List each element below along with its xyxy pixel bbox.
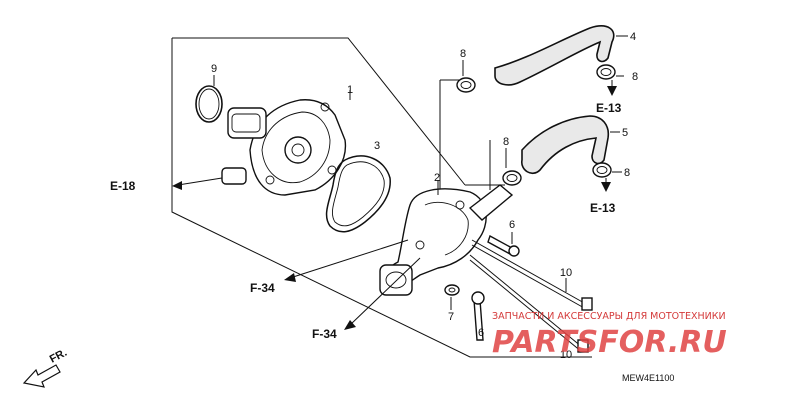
part-number-labels: 1 2 3 4 5 6 6 7 8 8 8 8 9 10 10 <box>211 31 638 361</box>
ref-e18: E-18 <box>110 179 136 193</box>
label-part-10-upper: 10 <box>560 267 572 279</box>
watermark-caption: ЗАПЧАСТИ И АКСЕССУАРЫ ДЛЯ МОТОТЕХНИКИ <box>492 311 726 322</box>
label-part-7: 7 <box>448 311 454 323</box>
label-part-8-d: 8 <box>624 167 630 179</box>
front-label: FR. <box>48 347 69 366</box>
ref-f34-lower: F-34 <box>312 327 337 341</box>
label-part-9: 9 <box>211 63 217 75</box>
ref-f34-upper: F-34 <box>250 281 275 295</box>
label-part-6-lower: 6 <box>478 327 484 339</box>
pump-cover-part <box>379 180 514 296</box>
watermark: ЗАПЧАСТИ И АКСЕССУАРЫ ДЛЯ МОТОТЕХНИКИ PA… <box>492 311 727 360</box>
section-reference-labels: E-18 E-13 E-13 F-34 F-34 <box>110 101 622 341</box>
label-part-3: 3 <box>374 140 380 152</box>
label-part-5: 5 <box>622 127 628 139</box>
front-direction-arrow: FR. <box>22 347 69 388</box>
label-part-4: 4 <box>630 31 636 43</box>
label-part-10-lower: 10 <box>560 349 572 361</box>
upper-hose-part <box>494 25 628 86</box>
water-pump-assembly <box>221 90 351 196</box>
fastener-parts <box>444 232 593 353</box>
label-part-8-b: 8 <box>632 71 638 83</box>
hose-clip-parts <box>456 60 624 186</box>
label-part-1: 1 <box>347 84 353 96</box>
lower-hose-part <box>521 115 620 175</box>
gasket-part <box>325 155 391 233</box>
assembly-outline <box>171 37 592 358</box>
label-part-6-upper: 6 <box>509 219 515 231</box>
label-part-8-a: 8 <box>460 48 466 60</box>
ref-e13-lower: E-13 <box>590 201 616 215</box>
label-part-8-c: 8 <box>503 136 509 148</box>
reference-arrows <box>172 80 617 330</box>
label-part-2: 2 <box>434 172 440 184</box>
watermark-brand: PARTSFOR.RU <box>492 325 727 360</box>
diagram-code: MEW4E1100 <box>622 373 674 383</box>
o-ring-part <box>195 75 223 123</box>
ref-e13-upper: E-13 <box>596 101 622 115</box>
